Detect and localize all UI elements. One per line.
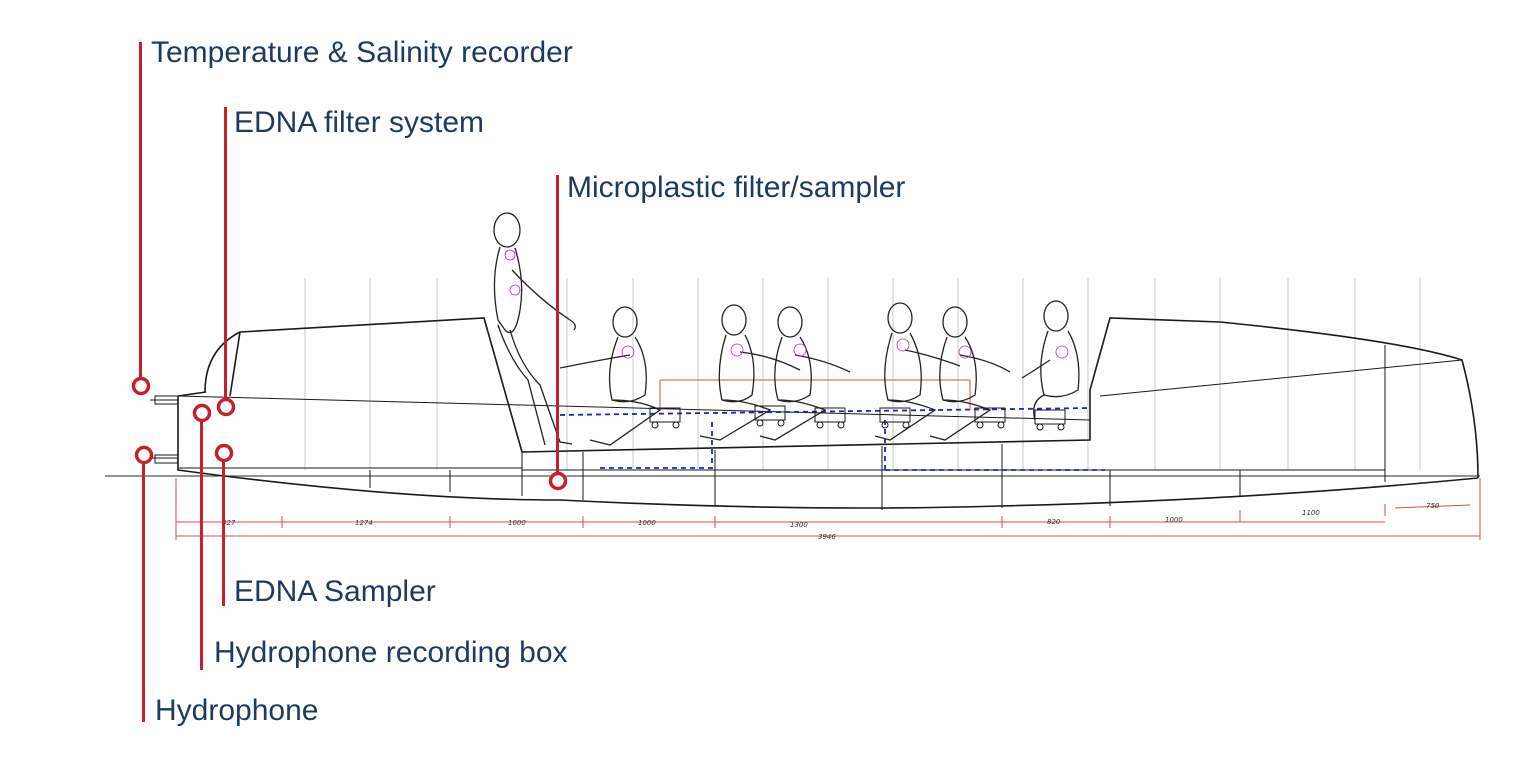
- seated-rower: [559, 306, 681, 446]
- dim-label: 3946: [818, 533, 836, 541]
- marker-hydrophone: [134, 445, 154, 465]
- marker-temperature-salinity: [131, 376, 151, 396]
- label-hydrophone-box: Hydrophone recording box: [214, 636, 568, 669]
- dim-label: 1100: [1302, 509, 1320, 517]
- leader-hydrophone-box: [200, 421, 203, 670]
- seated-rower: [699, 304, 801, 441]
- dimension-labels: 327 1274 1000 1000 1300 820 1000 1100 75…: [222, 502, 1440, 541]
- label-edna-sampler: EDNA Sampler: [234, 575, 436, 608]
- marker-edna-filter: [216, 397, 236, 417]
- reference-lines: [659, 379, 971, 410]
- leader-temperature-salinity: [139, 42, 142, 379]
- dimension-lines: [175, 478, 1481, 540]
- hull: [150, 317, 1479, 510]
- dim-label: 750: [1426, 502, 1440, 510]
- callout-markers: [131, 376, 568, 491]
- dim-label: 1274: [355, 519, 373, 527]
- label-hydrophone: Hydrophone: [155, 694, 319, 727]
- standing-figure: [493, 212, 576, 446]
- dashed-structure: [559, 407, 1105, 471]
- dim-label: 820: [1047, 518, 1061, 526]
- label-microplastic: Microplastic filter/sampler: [567, 171, 906, 204]
- marker-hydrophone-box: [192, 403, 212, 423]
- dim-label: 1300: [790, 521, 808, 529]
- dim-label: 1000: [1165, 516, 1183, 524]
- seated-rower: [1021, 300, 1080, 431]
- marker-edna-sampler: [214, 443, 234, 463]
- label-edna-filter: EDNA filter system: [234, 106, 485, 139]
- dim-label: 1000: [508, 519, 526, 527]
- label-temperature-salinity: Temperature & Salinity recorder: [151, 36, 573, 69]
- leader-edna-sampler: [222, 461, 225, 606]
- leader-microplastic: [556, 175, 559, 473]
- dim-label: 1000: [638, 519, 656, 527]
- station-grid: [304, 278, 1421, 470]
- leader-edna-filter: [224, 107, 227, 399]
- seated-rower: [874, 302, 961, 441]
- seated-rower: [929, 306, 1011, 441]
- seated-rower: [759, 306, 851, 441]
- marker-microplastic: [548, 471, 568, 491]
- leader-hydrophone: [142, 463, 145, 722]
- dim-label: 327: [222, 519, 236, 527]
